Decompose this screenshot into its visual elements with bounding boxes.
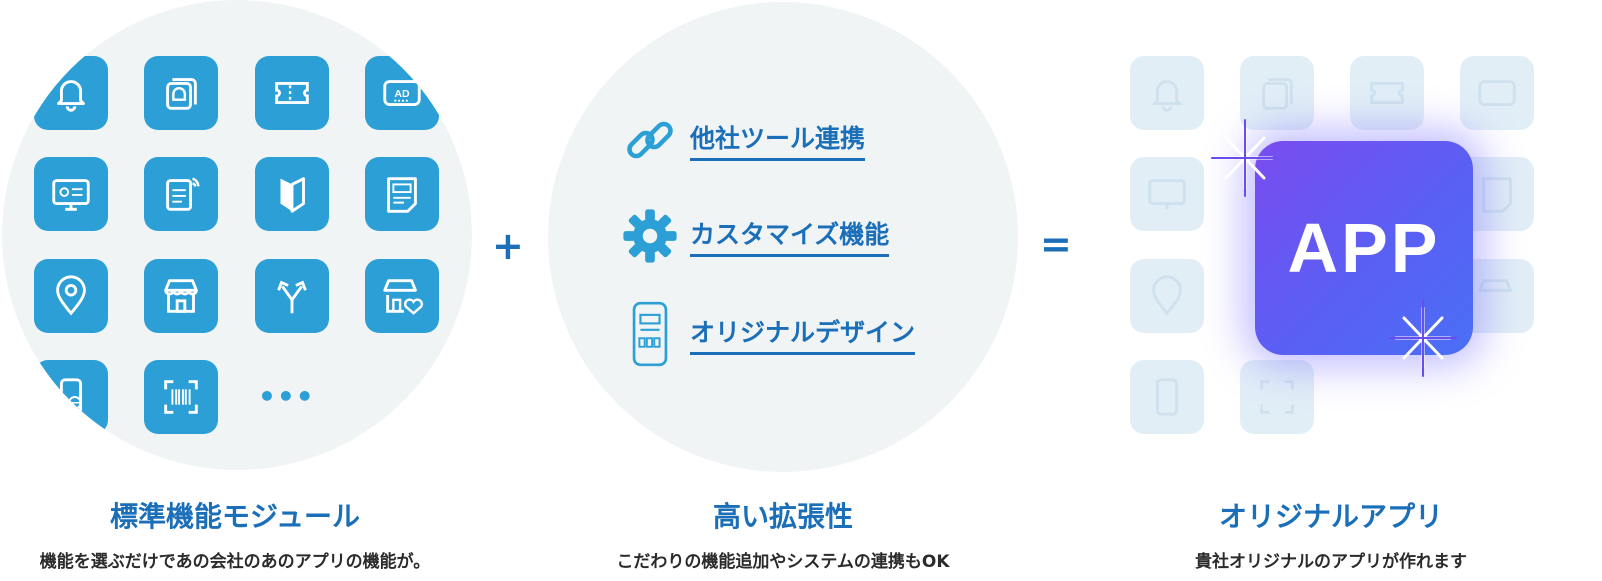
phone-globe-icon — [59, 378, 83, 416]
monitor-profile-icon — [52, 179, 90, 211]
module-subtitle: 機能を選ぶだけであの会社のあのアプリの機能が。 — [39, 552, 431, 572]
app-label: APP — [1287, 209, 1441, 287]
gear-icon — [620, 206, 680, 266]
ad-icon — [1478, 80, 1516, 106]
phone-tile-faded — [1130, 360, 1204, 434]
location-tile — [34, 259, 108, 333]
monitor-tile-faded — [1130, 157, 1204, 231]
branch-arrows-icon — [277, 280, 307, 314]
paper-tile — [365, 157, 439, 231]
equals-operator: = — [1040, 222, 1072, 266]
ad-icon: AD — [383, 80, 421, 106]
feature-tool-integration: 他社ツール連携 — [620, 110, 866, 170]
ad-tile: AD — [365, 56, 439, 130]
bell-icon — [57, 80, 85, 112]
store-heart-icon — [1477, 279, 1513, 292]
extension-subtitle: こだわりの機能追加やシステムの連携もOK — [616, 552, 950, 572]
sparkle-icon — [1211, 119, 1279, 197]
store-tile — [144, 259, 218, 333]
phone-globe-icon — [1155, 378, 1179, 416]
bell-icon — [1151, 80, 1183, 112]
monitor-profile-icon — [1148, 179, 1186, 210]
ticket-tile-faded — [1350, 56, 1424, 130]
beginner-tile — [255, 157, 329, 231]
svg-text:AD: AD — [394, 88, 410, 100]
document-tile — [144, 157, 218, 231]
feature-label: 他社ツール連携 — [690, 119, 866, 161]
location-pin-icon — [1152, 275, 1182, 316]
barcode-scan-icon — [164, 380, 198, 414]
notifications-tile — [144, 56, 218, 130]
bell-tile — [34, 56, 108, 130]
app-title: オリジナルアプリ — [1218, 500, 1443, 533]
phone-tile — [34, 360, 108, 434]
paper-icon — [1482, 177, 1512, 213]
sparkle-icon — [1389, 299, 1457, 377]
plus-operator: + — [492, 224, 524, 268]
feature-label: カスタマイズ機能 — [690, 215, 890, 257]
module-title: 標準機能モジュール — [109, 500, 361, 533]
store-heart-tile — [365, 259, 439, 333]
more-modules-indicator: ••• — [258, 380, 315, 413]
store-icon — [164, 279, 198, 313]
link-icon — [620, 110, 680, 170]
barcode-tile-faded — [1240, 360, 1314, 434]
smartphone-icon — [620, 301, 680, 367]
paper-icon — [387, 177, 417, 213]
app-subtitle: 貴社オリジナルのアプリが作れます — [1195, 552, 1467, 572]
ticket-icon — [275, 81, 309, 105]
bell-tile-faded — [1130, 56, 1204, 130]
barcode-tile — [144, 360, 218, 434]
beginner-mark-icon — [280, 177, 305, 213]
module-circle: AD ••• — [2, 0, 472, 470]
feature-original-design: オリジナルデザイン — [620, 301, 916, 367]
location-pin-icon — [56, 275, 86, 316]
location-tile-faded — [1130, 259, 1204, 333]
ticket-tile — [255, 56, 329, 130]
barcode-scan-icon — [1260, 380, 1294, 414]
document-wifi-icon — [166, 177, 200, 211]
store-heart-icon — [383, 279, 424, 315]
monitor-tile — [34, 157, 108, 231]
feature-customization: カスタマイズ機能 — [620, 206, 890, 266]
app-card: APP — [1255, 141, 1473, 355]
extension-title: 高い拡張性 — [712, 500, 853, 533]
feature-label: オリジナルデザイン — [690, 313, 916, 355]
branch-tile — [255, 259, 329, 333]
ticket-icon — [1370, 81, 1404, 105]
stacked-notifications-icon — [166, 78, 197, 110]
ad-tile-faded — [1460, 56, 1534, 130]
stacked-notifications-icon — [1262, 78, 1293, 110]
notifications-tile-faded — [1240, 56, 1314, 130]
